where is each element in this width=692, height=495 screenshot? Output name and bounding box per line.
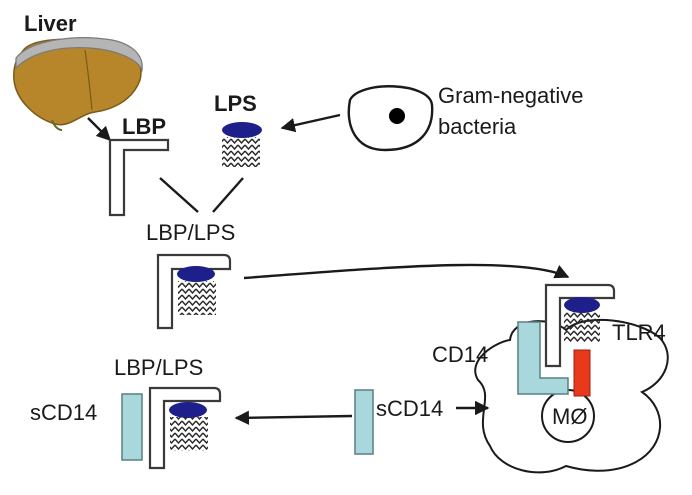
tlr4-receptor	[573, 349, 591, 397]
lbp-lps-complex-receptor	[544, 283, 616, 368]
liver-to-lbp-arrow	[87, 117, 112, 142]
lps-chain-receptor	[564, 312, 600, 342]
lbp-lps-complex-bottom	[148, 386, 222, 470]
lbp-protein-receptor	[544, 283, 616, 368]
lbp-lps-complex-middle	[156, 253, 232, 330]
lbp-lps-label-top: LBP/LPS	[146, 220, 235, 245]
scd14-label-left: sCD14	[30, 400, 97, 425]
lbp-join-line	[159, 177, 199, 213]
lps-head-receptor	[564, 297, 600, 313]
lps-chain-middle	[178, 281, 216, 315]
scd14-soluble-left	[121, 393, 143, 461]
lbp-protein-bottom	[148, 386, 222, 470]
lps-join-line	[212, 177, 244, 213]
lbp-protein-top	[108, 138, 170, 217]
scd14-soluble-middle	[354, 389, 374, 455]
lbp-lps-label-bottom: LBP/LPS	[114, 355, 203, 380]
complex-to-tlr4-arrow	[243, 263, 570, 280]
lps-chain-top	[222, 137, 260, 167]
scd14-to-complex-arrow	[234, 410, 353, 425]
tlr4-label: TLR4	[612, 320, 666, 345]
bacterium-nucleoid	[389, 108, 405, 124]
gram-negative-label-line1: Gram-negative	[438, 83, 584, 108]
lps-label: LPS	[214, 91, 257, 116]
macrophage-label: MØ	[552, 404, 587, 429]
liver-illustration	[13, 37, 143, 131]
lbp-protein-middle	[156, 253, 232, 330]
liver-label: Liver	[24, 11, 77, 36]
lps-head-top	[222, 122, 262, 138]
bacteria-to-lps-arrow	[280, 113, 341, 133]
lbp-label: LBP	[122, 114, 166, 139]
lps-chain-bottom	[170, 417, 208, 451]
cd14-label: CD14	[432, 342, 488, 367]
cd14-receptor	[517, 321, 569, 395]
lps-head-middle	[177, 266, 215, 282]
lps-head-bottom	[169, 402, 207, 418]
scd14-label-middle: sCD14	[376, 396, 443, 421]
gram-negative-label-line2: bacteria	[438, 114, 517, 139]
